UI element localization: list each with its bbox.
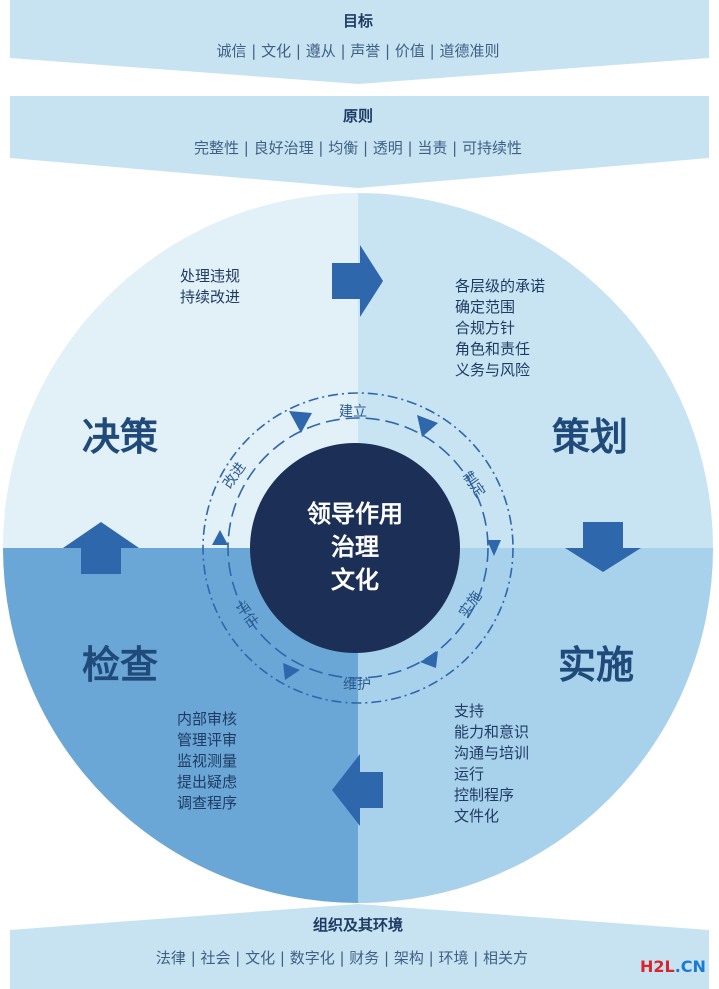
check-item: 调查程序	[177, 794, 237, 812]
arrow-left-icon	[332, 754, 383, 826]
check-item: 提出疑虑	[177, 773, 237, 791]
arrow-up-icon	[63, 522, 139, 574]
cycle-arrow-icon	[212, 530, 228, 545]
organization-banner-shape	[10, 904, 709, 989]
planning-item: 义务与风险	[455, 361, 530, 379]
center-culture: 文化	[331, 566, 379, 594]
organization-banner: 组织及其环境 法律 | 社会 | 文化 | 数字化 | 财务 | 架构 | 环境…	[10, 904, 709, 989]
objectives-banner: 目标 诚信 | 文化 | 遵从 | 声誉 | 价值 | 道德准则	[10, 0, 709, 84]
decision-item-list: 处理违规 持续改进	[180, 267, 240, 306]
check-item: 管理评审	[177, 731, 237, 749]
center-circle	[250, 443, 460, 653]
implement-item-list: 支持 能力和意识 沟通与培训 运行 控制程序 文件化	[454, 702, 529, 825]
implement-item: 能力和意识	[454, 723, 529, 741]
implement-item: 沟通与培训	[454, 744, 529, 762]
watermark-logo: H2L.CN	[640, 957, 706, 976]
planning-item: 各层级的承诺	[455, 277, 545, 295]
center-leadership: 领导作用	[307, 500, 403, 528]
planning-item-list: 各层级的承诺 确定范围 合规方针 角色和责任 义务与风险	[455, 277, 545, 379]
quadrant-check-title: 检查	[82, 643, 158, 687]
planning-item: 确定范围	[455, 298, 515, 316]
check-item-list: 内部审核 管理评审 监视测量 提出疑虑 调查程序	[177, 710, 237, 812]
cycle-outer-ring	[202, 392, 514, 704]
cycle-arrow-icon	[420, 651, 438, 668]
objectives-title: 目标	[343, 12, 373, 30]
objectives-items: 诚信 | 文化 | 遵从 | 声誉 | 价值 | 道德准则	[217, 42, 500, 60]
principles-title: 原则	[343, 107, 373, 125]
check-item: 监视测量	[177, 752, 237, 770]
implement-item: 控制程序	[454, 786, 514, 804]
principles-items: 完整性 | 良好治理 | 均衡 | 透明 | 当责 | 可持续性	[194, 139, 522, 157]
implement-item: 运行	[454, 765, 484, 783]
objectives-banner-shape	[10, 0, 709, 84]
watermark-part1: H2L	[640, 957, 675, 976]
cycle-label-establish: 建立	[339, 404, 367, 420]
organization-items: 法律 | 社会 | 文化 | 数字化 | 财务 | 架构 | 环境 | 相关方	[156, 949, 528, 967]
planning-item: 合规方针	[455, 319, 515, 337]
quadrant-planning-title: 策划	[552, 415, 628, 459]
cycle-label-maintain: 维护	[343, 677, 371, 693]
arrow-right-icon	[332, 245, 383, 317]
arrow-down-icon	[565, 522, 641, 572]
watermark-text: H2L.CN	[640, 957, 706, 976]
quadrant-decision-title: 决策	[82, 415, 158, 459]
organization-title: 组织及其环境	[313, 916, 403, 934]
check-item: 内部审核	[177, 710, 237, 728]
cycle-arrow-icon	[289, 411, 312, 433]
watermark-part2: .CN	[675, 957, 706, 976]
implement-item: 文件化	[454, 807, 499, 825]
center-governance: 治理	[331, 533, 379, 561]
principles-banner-shape	[10, 96, 709, 188]
cycle-arrow-icon	[417, 415, 438, 437]
decision-item: 处理违规	[180, 267, 240, 285]
quadrant-implement-title: 实施	[558, 643, 634, 687]
planning-item: 角色和责任	[455, 340, 530, 358]
cycle-inner-ring	[227, 417, 489, 679]
principles-banner: 原则 完整性 | 良好治理 | 均衡 | 透明 | 当责 | 可持续性	[10, 96, 709, 188]
cycle-arrow-icon	[283, 663, 300, 680]
implement-item: 支持	[454, 702, 484, 720]
cycle-arrow-icon	[487, 540, 501, 556]
decision-item: 持续改进	[180, 288, 240, 306]
